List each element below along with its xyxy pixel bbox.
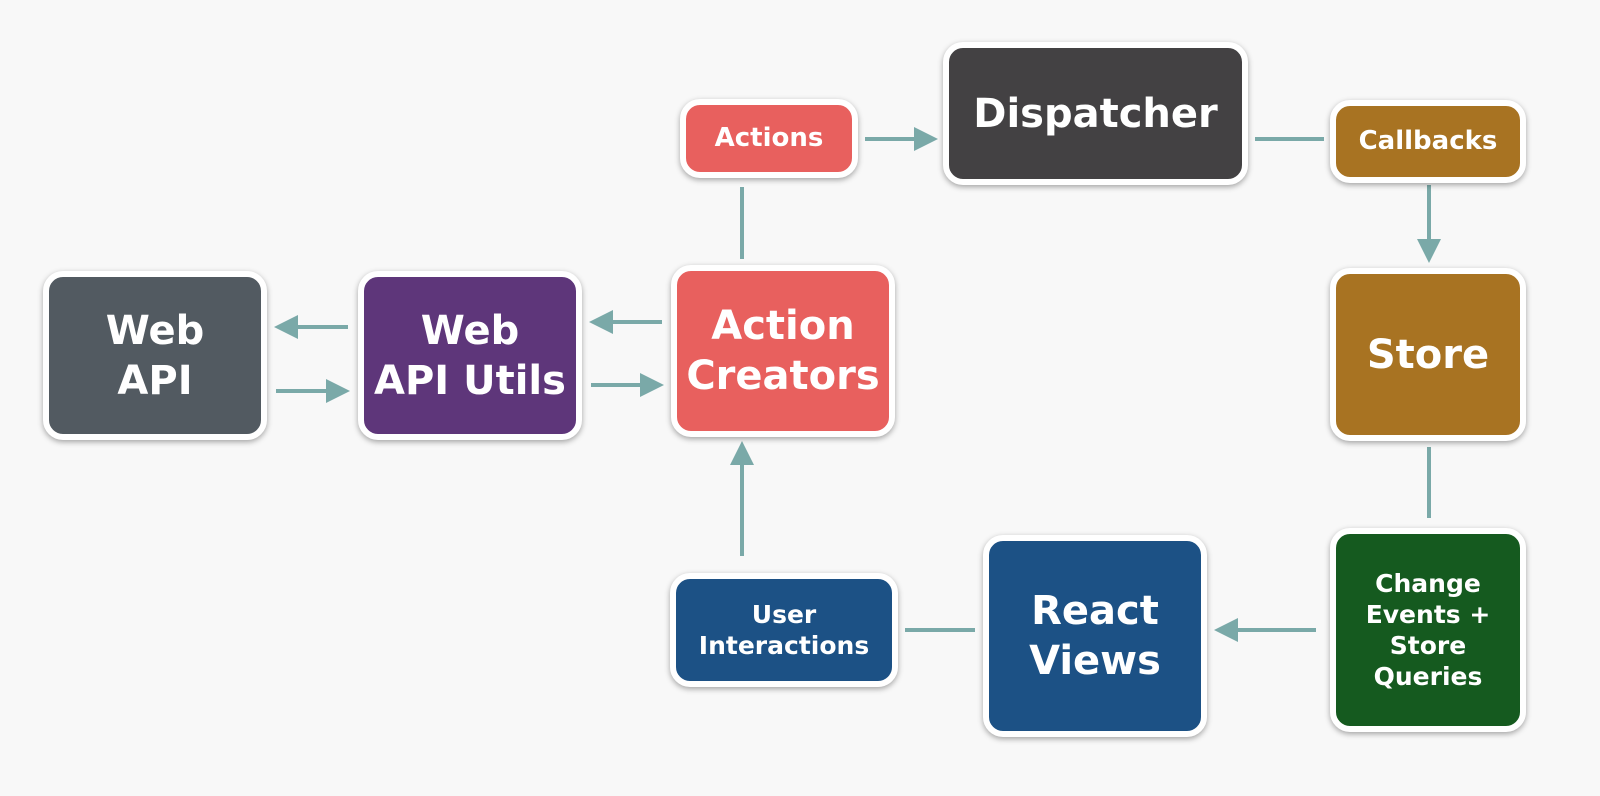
react-views-node: React Views (983, 535, 1207, 737)
callbacks-node: Callbacks (1330, 100, 1526, 183)
change-events-node: Change Events + Store Queries (1330, 528, 1526, 732)
action-creators-node: Action Creators (671, 265, 895, 437)
actions-node: Actions (680, 99, 858, 178)
web-api-utils-node: Web API Utils (358, 271, 582, 440)
web-api-node: Web API (43, 271, 267, 440)
store-node: Store (1330, 268, 1526, 441)
user-interactions-node: User Interactions (670, 573, 898, 687)
dispatcher-node: Dispatcher (943, 42, 1248, 185)
